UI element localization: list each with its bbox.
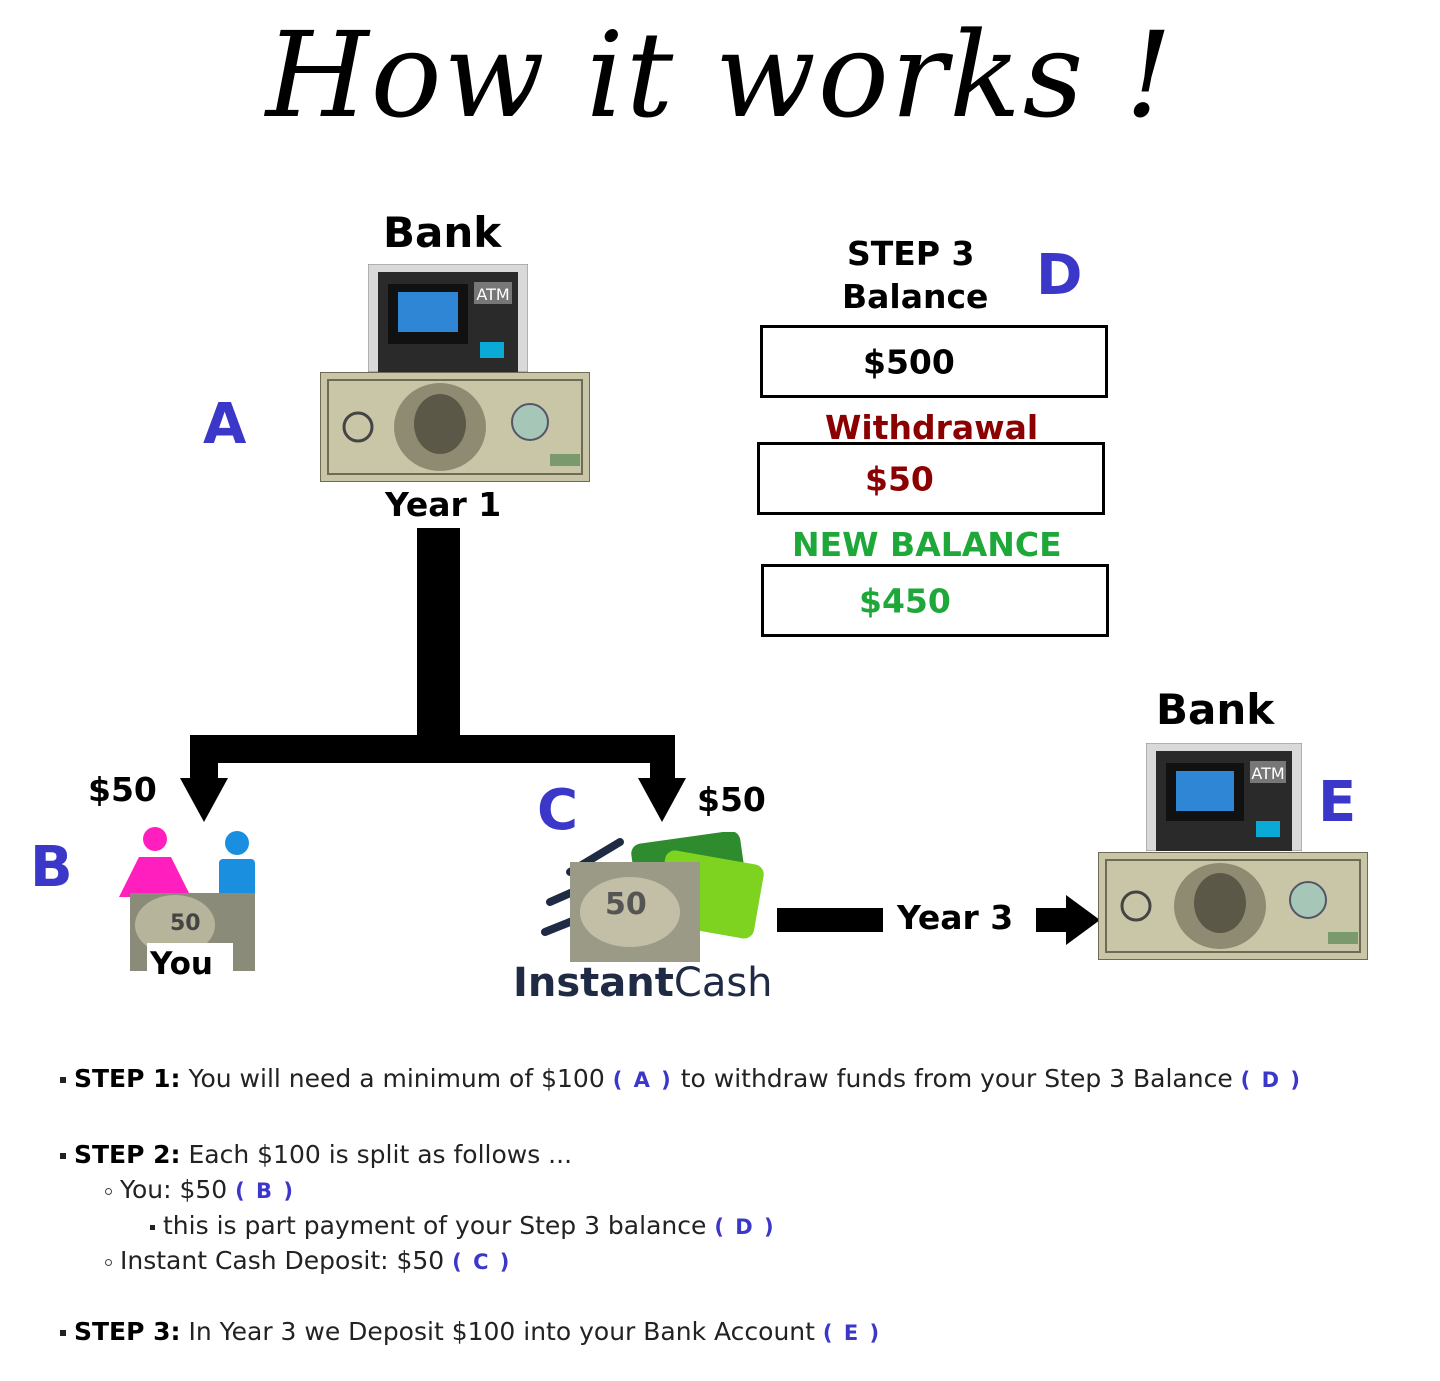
page-title: How it works ! xyxy=(265,6,1175,144)
step3-heading-line2: Balance xyxy=(842,277,989,316)
step1-row: STEP 1: You will need a minimum of $100 … xyxy=(60,1064,1302,1093)
year-3-label: Year 3 xyxy=(897,898,1014,937)
step3-text: In Year 3 we Deposit $100 into your Bank… xyxy=(188,1317,815,1346)
withdrawal-label: Withdrawal xyxy=(825,408,1039,447)
step2-text: Each $100 is split as follows ... xyxy=(188,1140,573,1169)
balance-box: $500 xyxy=(760,325,1108,398)
left-amount: $50 xyxy=(88,770,157,809)
you-people-image: 50 xyxy=(119,827,255,971)
letter-c: C xyxy=(537,778,579,843)
year-3-arrow xyxy=(777,895,1100,945)
step3-row: STEP 3: In Year 3 we Deposit $100 into y… xyxy=(60,1317,881,1346)
step2-deposit-ref: ( C ) xyxy=(452,1250,512,1274)
atm-right-image: ATM xyxy=(1146,743,1302,851)
step2-row: STEP 2: Each $100 is split as follows ..… xyxy=(60,1140,572,1169)
step1-text-a: You will need a minimum of $100 xyxy=(188,1064,605,1093)
withdrawal-value: $50 xyxy=(865,459,934,498)
step2-you-row: You: $50 ( B ) xyxy=(105,1175,295,1204)
new-balance-value: $450 xyxy=(859,581,951,620)
step2-part: this is part payment of your Step 3 bala… xyxy=(163,1211,707,1240)
year-1-label: Year 1 xyxy=(385,485,502,524)
step2-you: You: $50 xyxy=(120,1175,228,1204)
step1-text-b: to withdraw funds from your Step 3 Balan… xyxy=(680,1064,1233,1093)
letter-a: A xyxy=(203,392,247,457)
bank-top-label: Bank xyxy=(383,208,502,257)
cash-word: Cash xyxy=(673,960,773,1006)
balance-value: $500 xyxy=(863,342,955,381)
right-amount: $50 xyxy=(697,780,766,819)
svg-text:50: 50 xyxy=(605,887,647,922)
step2-part-ref: ( D ) xyxy=(714,1215,776,1239)
step2-you-ref: ( B ) xyxy=(235,1179,295,1203)
withdrawal-box: $50 xyxy=(757,442,1105,515)
step3-heading-line1: STEP 3 xyxy=(847,234,975,273)
step2-deposit: Instant Cash Deposit: $50 xyxy=(120,1246,445,1275)
atm-top-text: ATM xyxy=(476,285,509,304)
step1-label: STEP 1: xyxy=(74,1064,181,1093)
step1-ref-b: ( D ) xyxy=(1240,1068,1302,1092)
step1-ref-a: ( A ) xyxy=(612,1068,673,1092)
instant-cash-logo-image: 50 xyxy=(541,832,764,962)
new-balance-box: $450 xyxy=(761,564,1109,637)
dollar-bill-right-image xyxy=(1098,852,1368,960)
atm-right-text: ATM xyxy=(1251,764,1284,783)
letter-d: D xyxy=(1036,243,1083,308)
instant-word: Instant xyxy=(513,960,674,1006)
step3-label: STEP 3: xyxy=(74,1317,181,1346)
you-label: You xyxy=(150,946,213,982)
step2-deposit-row: Instant Cash Deposit: $50 ( C ) xyxy=(105,1246,511,1275)
step3-ref: ( E ) xyxy=(822,1321,882,1345)
instant-cash-wordmark: InstantCash xyxy=(513,960,773,1006)
split-arrows xyxy=(180,528,686,822)
atm-top-image: ATM xyxy=(368,264,528,372)
dollar-bill-top-image xyxy=(320,372,590,482)
step2-label: STEP 2: xyxy=(74,1140,181,1169)
step2-part-row: this is part payment of your Step 3 bala… xyxy=(150,1211,776,1240)
bank-right-label: Bank xyxy=(1156,685,1275,734)
letter-e: E xyxy=(1318,770,1357,835)
letter-b: B xyxy=(30,835,73,900)
new-balance-label: NEW BALANCE xyxy=(792,525,1062,564)
svg-text:50: 50 xyxy=(170,911,201,936)
